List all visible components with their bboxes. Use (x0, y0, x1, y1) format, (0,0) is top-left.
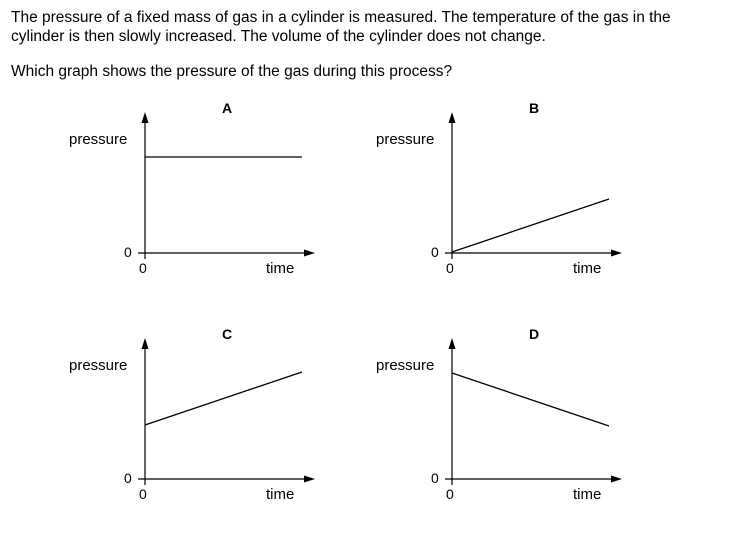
graph-c: C pressure 0 0 time (66, 324, 386, 539)
x-origin-label: 0 (139, 260, 147, 276)
x-origin-label: 0 (139, 486, 147, 502)
x-axis-arrow (304, 475, 315, 483)
x-origin-label: 0 (446, 260, 454, 276)
y-axis-label: pressure (69, 357, 128, 374)
graph-a: A pressure 0 0 time (66, 98, 386, 313)
graph-letter: B (529, 100, 540, 116)
graph-d-plot (445, 338, 622, 485)
x-axis-label: time (573, 260, 602, 277)
graph-a-plot (138, 112, 315, 259)
y-axis-label: pressure (69, 131, 128, 148)
pressure-line (451, 372, 610, 427)
y-origin-label: 0 (124, 244, 132, 260)
x-axis-arrow (304, 249, 315, 257)
graph-b-plot (445, 112, 622, 259)
y-axis-label: pressure (376, 131, 435, 148)
pressure-line (451, 198, 610, 253)
x-axis-label: time (266, 486, 295, 503)
y-origin-label: 0 (431, 470, 439, 486)
graph-letter: D (529, 326, 540, 342)
y-axis-label: pressure (376, 357, 435, 374)
question-stem: The pressure of a fixed mass of gas in a… (11, 9, 671, 45)
pressure-line (144, 371, 303, 426)
graph-b: B pressure 0 0 time (373, 98, 693, 313)
y-axis-arrow (448, 338, 456, 349)
y-origin-label: 0 (431, 244, 439, 260)
graph-d: D pressure 0 0 time (373, 324, 693, 539)
y-axis-arrow (141, 338, 149, 349)
graph-letter: C (222, 326, 233, 342)
question-prompt: Which graph shows the pressure of the ga… (11, 63, 453, 80)
graph-c-plot (138, 338, 315, 485)
x-axis-label: time (573, 486, 602, 503)
y-axis-arrow (448, 112, 456, 123)
x-origin-label: 0 (446, 486, 454, 502)
x-axis-label: time (266, 260, 295, 277)
graph-letter: A (222, 100, 233, 116)
x-axis-arrow (611, 249, 622, 257)
y-axis-arrow (141, 112, 149, 123)
x-axis-arrow (611, 475, 622, 483)
y-origin-label: 0 (124, 470, 132, 486)
